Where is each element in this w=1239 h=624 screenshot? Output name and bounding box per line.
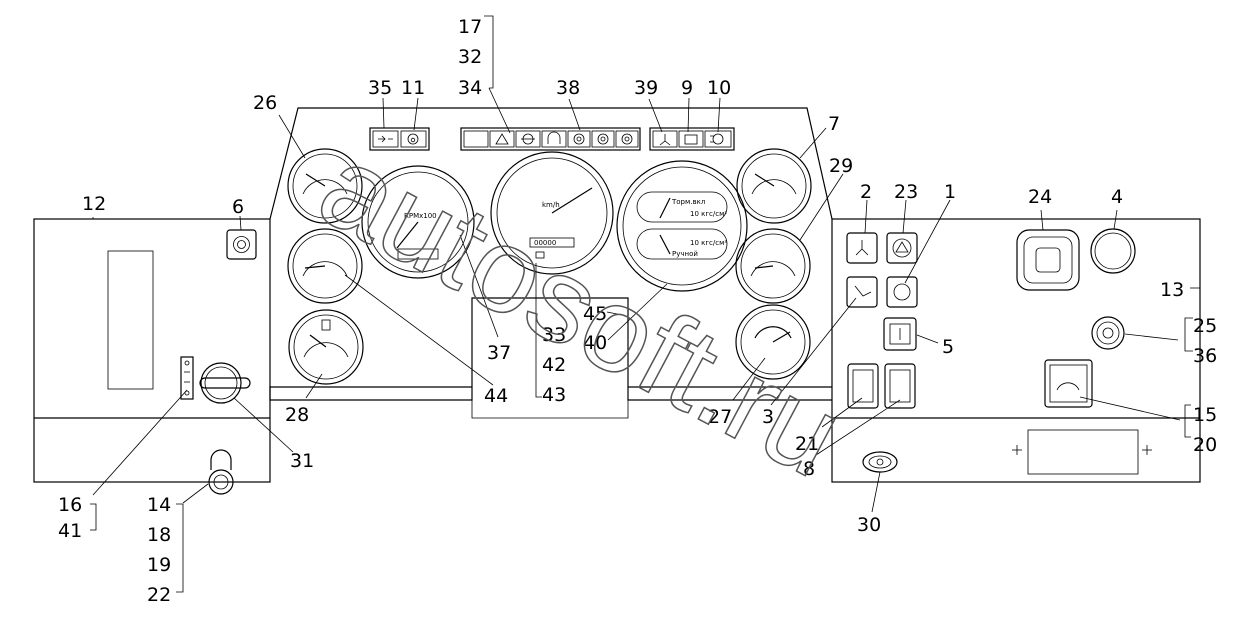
callout-19: 19 [147, 554, 171, 576]
air-bottom-text: Ручной [672, 250, 698, 258]
callout-5: 5 [942, 336, 954, 358]
air-top-value: 10 кгс/см² [690, 210, 727, 218]
callout-17: 17 [458, 16, 482, 38]
callout-13: 13 [1160, 279, 1184, 301]
tacho-label: RPMx100 [404, 212, 437, 220]
callout-numbers: 1 2 3 4 5 6 7 8 9 10 11 12 13 14 15 16 1… [58, 16, 1217, 606]
hazard-button [1016, 229, 1080, 291]
fuel-gauge [288, 309, 364, 385]
callout-16: 16 [58, 494, 82, 516]
callout-4: 4 [1111, 186, 1123, 208]
callout-12: 12 [82, 193, 106, 215]
callout-45: 45 [583, 303, 607, 325]
callout-23: 23 [894, 181, 918, 203]
center-panel [269, 107, 833, 419]
warning-lamp [1090, 228, 1136, 274]
callout-14: 14 [147, 494, 171, 516]
air-pressure-gauge: Торм.вкл 10 кгс/см² Ручной 10 кгс/см² [616, 160, 748, 292]
callout-37: 37 [487, 342, 511, 364]
callout-20: 20 [1193, 434, 1217, 456]
pressure-gauge-left [287, 228, 363, 304]
lamp-strip-left [369, 127, 430, 151]
callout-10: 10 [707, 77, 731, 99]
callout-7: 7 [828, 113, 840, 135]
callout-43: 43 [542, 384, 566, 406]
heater-switch [1091, 316, 1125, 350]
voltmeter-gauge [735, 304, 811, 380]
right-panel-switches [846, 232, 918, 409]
callout-35: 35 [368, 77, 392, 99]
callout-26: 26 [253, 92, 277, 114]
air-top-text: Торм.вкл [671, 198, 705, 206]
callout-36: 36 [1193, 345, 1217, 367]
right-panel [831, 218, 1201, 483]
speedo-unit: km/h [542, 201, 560, 209]
callout-34: 34 [458, 77, 482, 99]
callout-22: 22 [147, 584, 171, 606]
callout-31: 31 [290, 450, 314, 472]
callout-29: 29 [829, 155, 853, 177]
temperature-gauge-right [736, 148, 812, 224]
callout-27: 27 [708, 406, 732, 428]
side-switch-strip [180, 356, 194, 400]
pressure-gauge-right [735, 228, 811, 304]
callout-24: 24 [1028, 186, 1052, 208]
left-panel-button [226, 229, 257, 260]
callout-1: 1 [944, 181, 956, 203]
callout-25: 25 [1193, 315, 1217, 337]
callout-39: 39 [634, 77, 658, 99]
callout-9: 9 [681, 77, 693, 99]
odometer-reading: 00000 [534, 239, 556, 247]
callout-6: 6 [232, 196, 244, 218]
callout-44: 44 [484, 385, 508, 407]
callout-30: 30 [857, 514, 881, 536]
callout-41: 41 [58, 520, 82, 542]
callout-21: 21 [795, 433, 819, 455]
ignition-switch [199, 362, 251, 404]
callout-8: 8 [803, 458, 815, 480]
lamp-strip-center [460, 127, 641, 151]
callout-2: 2 [860, 181, 872, 203]
lamp-strip-right [649, 127, 735, 151]
tachometer: RPMx100 [361, 165, 475, 279]
callout-15: 15 [1193, 404, 1217, 426]
callout-28: 28 [285, 404, 309, 426]
callout-42: 42 [542, 354, 566, 376]
wiper-switch [1044, 359, 1093, 408]
callout-38: 38 [556, 77, 580, 99]
callout-33: 33 [542, 324, 566, 346]
air-bottom-value: 10 кгс/см² [690, 239, 727, 247]
callout-40: 40 [583, 332, 607, 354]
callout-3: 3 [762, 406, 774, 428]
callout-18: 18 [147, 524, 171, 546]
mass-switch [208, 449, 234, 495]
diagnostic-socket [862, 451, 898, 473]
leader-lines [90, 15, 1200, 593]
callout-11: 11 [401, 77, 425, 99]
left-panel [33, 218, 271, 483]
callout-32: 32 [458, 46, 482, 68]
speedometer: km/h 00000 [490, 151, 614, 275]
temperature-gauge-left [287, 148, 363, 224]
